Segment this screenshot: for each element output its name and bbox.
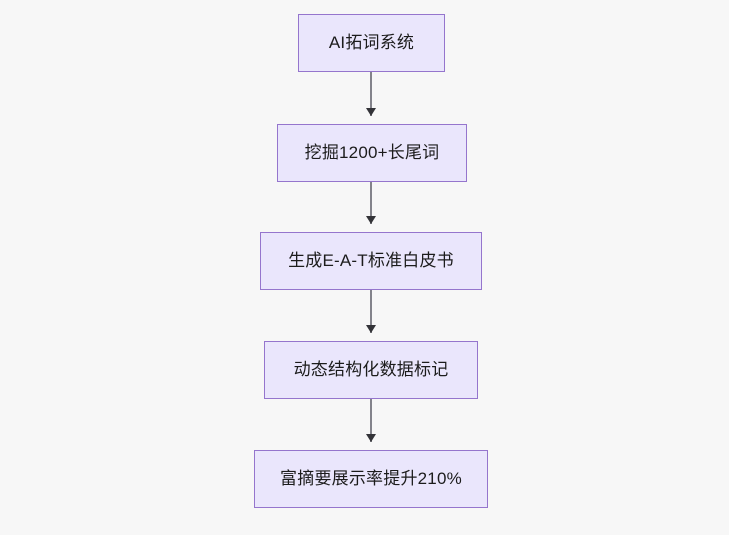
arrowhead-icon <box>366 434 376 442</box>
arrowhead-icon <box>366 108 376 116</box>
arrowhead-icon <box>366 216 376 224</box>
flow-node-label: 挖掘1200+长尾词 <box>304 142 440 162</box>
edge-line <box>370 182 372 224</box>
flow-node-label: 生成E-A-T标准白皮书 <box>288 250 454 270</box>
edge-line <box>370 72 372 116</box>
flow-node-dynamic-structured-data-markup[interactable]: 动态结构化数据标记 <box>264 341 478 399</box>
arrowhead-icon <box>366 325 376 333</box>
flow-node-rich-snippet-impression-lift[interactable]: 富摘要展示率提升210% <box>254 450 488 508</box>
flow-node-mine-longtail-keywords[interactable]: 挖掘1200+长尾词 <box>277 124 467 182</box>
flow-node-label: 富摘要展示率提升210% <box>280 468 462 488</box>
flow-node-label: 动态结构化数据标记 <box>293 359 449 379</box>
edge-line <box>370 399 372 442</box>
flow-node-generate-eat-whitepaper[interactable]: 生成E-A-T标准白皮书 <box>260 232 482 290</box>
flow-node-ai-keyword-system[interactable]: AI拓词系统 <box>298 14 445 72</box>
flow-node-label: AI拓词系统 <box>328 32 415 52</box>
edge-line <box>370 290 372 333</box>
